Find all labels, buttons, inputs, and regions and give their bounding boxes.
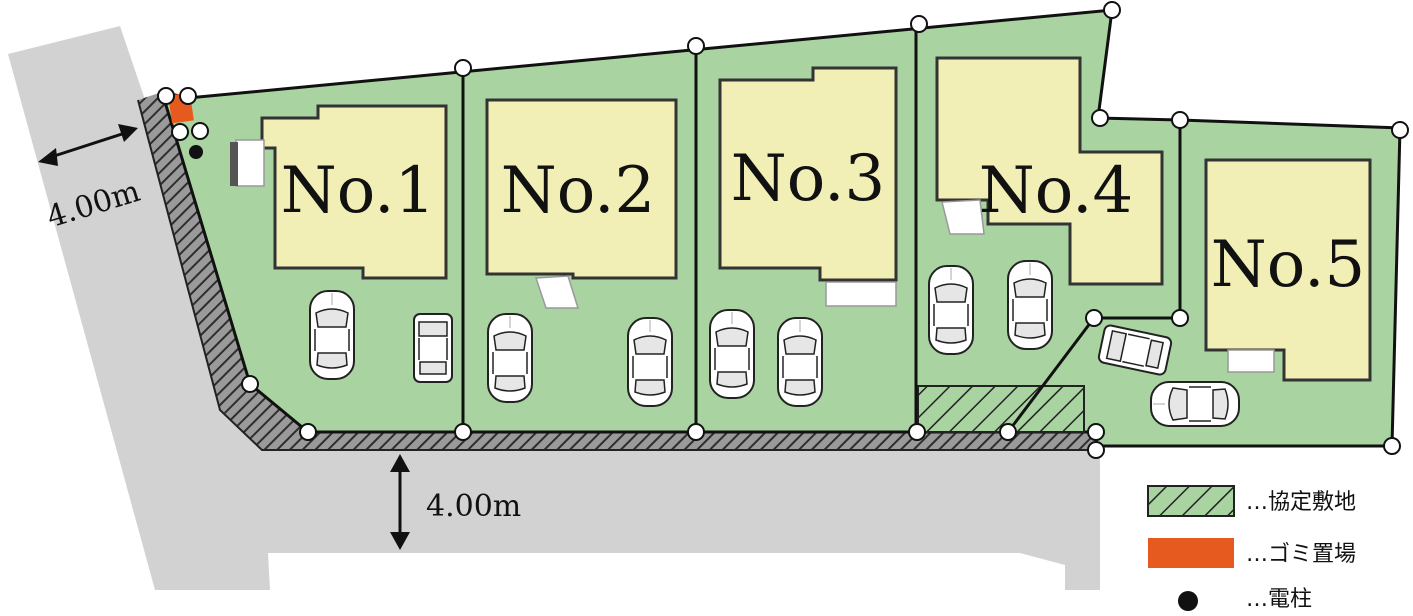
house-5 — [1204, 158, 1372, 382]
lot-label-3: No.3 — [731, 142, 885, 216]
legend: …協定敷地 …ゴミ置場 …電柱 — [1147, 485, 1356, 612]
house-1 — [260, 104, 448, 280]
lot-label-2: No.2 — [501, 154, 655, 228]
house-2 — [485, 98, 678, 280]
lot-label-1: No.1 — [281, 154, 435, 228]
legend-agreement-label: …協定敷地 — [1246, 490, 1356, 515]
boundary-markers — [157, 1, 1409, 459]
side-road — [8, 26, 270, 590]
annexes — [230, 139, 1275, 373]
front-road-dimension-arrow — [390, 454, 410, 550]
frontage-strip — [138, 92, 1094, 450]
legend-garbage-swatch — [1148, 538, 1234, 568]
legend-agreement-swatch — [1147, 485, 1235, 517]
lot-dividers — [461, 26, 1182, 433]
front-road — [230, 450, 1100, 590]
utility-pole — [189, 145, 203, 159]
agreement-land — [917, 385, 1085, 433]
house-3 — [718, 66, 898, 282]
side-road-dimension-arrow — [38, 124, 138, 166]
legend-garbage-label: …ゴミ置場 — [1246, 542, 1356, 567]
legend-pole-label: …電柱 — [1246, 587, 1312, 612]
lot-label-4: No.4 — [979, 154, 1133, 228]
frontage-strip-edge — [137, 99, 1094, 451]
houses — [260, 56, 1372, 382]
front-road-width-label: 4.00m — [426, 489, 521, 524]
legend-pole-swatch — [1178, 591, 1198, 611]
lot-label-5: No.5 — [1211, 228, 1365, 302]
